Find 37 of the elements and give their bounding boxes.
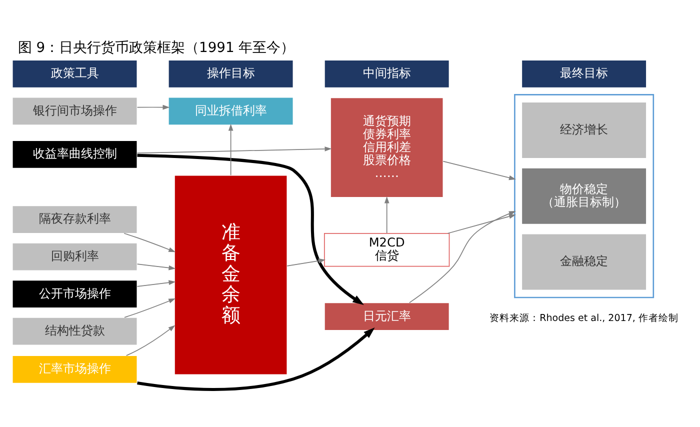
arrow — [137, 154, 364, 306]
caption: 资料来源：Rhodes et al., 2017, 作者绘制 — [490, 312, 678, 324]
arrow — [136, 264, 176, 270]
node-box: 中间指标 — [324, 60, 450, 88]
arrow — [228, 124, 234, 176]
cluster — [514, 94, 654, 298]
node-box: 银行间市场操作 — [12, 96, 138, 126]
node-box: 回购利率 — [12, 242, 138, 272]
arrow — [286, 258, 326, 266]
node-box: 汇率市场操作 — [12, 355, 138, 384]
arrow — [136, 280, 176, 287]
node-box: 公开市场操作 — [12, 280, 138, 308]
node-box: 隔夜存款利率 — [12, 205, 138, 234]
node-box: 政策工具 — [12, 60, 138, 88]
arrow — [409, 211, 516, 304]
node-box: 通货预期 债券利率 信用利差 股票价格 …… — [330, 97, 444, 198]
arrow — [136, 104, 170, 110]
node-box: M2CD 信贷 — [324, 232, 450, 267]
arrow — [124, 298, 176, 318]
arrow — [384, 196, 390, 234]
arrow — [126, 325, 176, 356]
node-box: 操作目标 — [168, 60, 294, 88]
arrow — [137, 328, 375, 391]
diagram-title: 图 9：日央行货币政策框架（1991 年至今） — [18, 40, 295, 56]
node-box: 准备金余额 — [174, 174, 288, 376]
arrow — [442, 160, 516, 180]
node-box: 收益率曲线控制 — [12, 140, 138, 169]
arrow — [124, 232, 176, 252]
node-box: 最终目标 — [521, 60, 647, 88]
node-box: 结构性贷款 — [12, 317, 138, 346]
arrow — [447, 214, 516, 234]
node-box: 同业拆借利率 — [168, 96, 294, 126]
node-box: 经济增长 — [521, 102, 647, 159]
node-box: 日元汇率 — [324, 302, 450, 331]
node-box: 金融稳定 — [521, 233, 647, 291]
node-box: 物价稳定 （通胀目标制） — [521, 168, 647, 225]
arrow — [136, 146, 332, 154]
